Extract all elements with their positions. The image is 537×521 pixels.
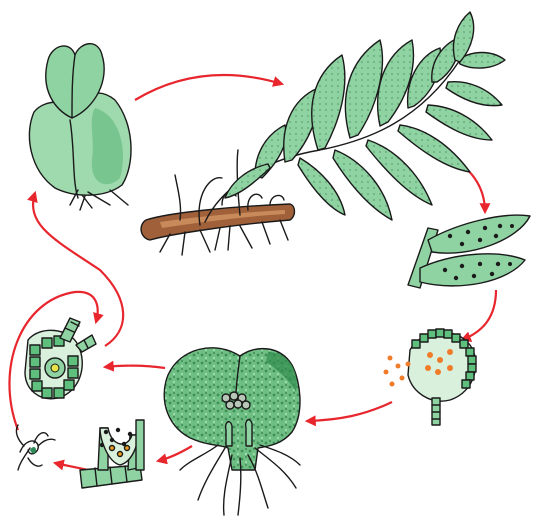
sori-pinnae: [408, 215, 530, 288]
antheridium: [80, 420, 144, 488]
young-sporophyte: [29, 44, 131, 210]
mature-sporophyte: [141, 12, 505, 255]
arrow-young-to-mature: [135, 75, 282, 100]
archegonium: [25, 318, 96, 399]
arrow-gametophyte-to-antheridium: [158, 446, 192, 461]
arrow-sporangium-to-gametophyte: [307, 402, 392, 421]
arrow-gametophyte-to-archegonium: [105, 366, 165, 368]
sporangium: [384, 329, 477, 425]
sperm: [16, 425, 55, 470]
gametophyte: [164, 348, 300, 515]
arrow-sori-to-sporangium: [462, 290, 496, 340]
